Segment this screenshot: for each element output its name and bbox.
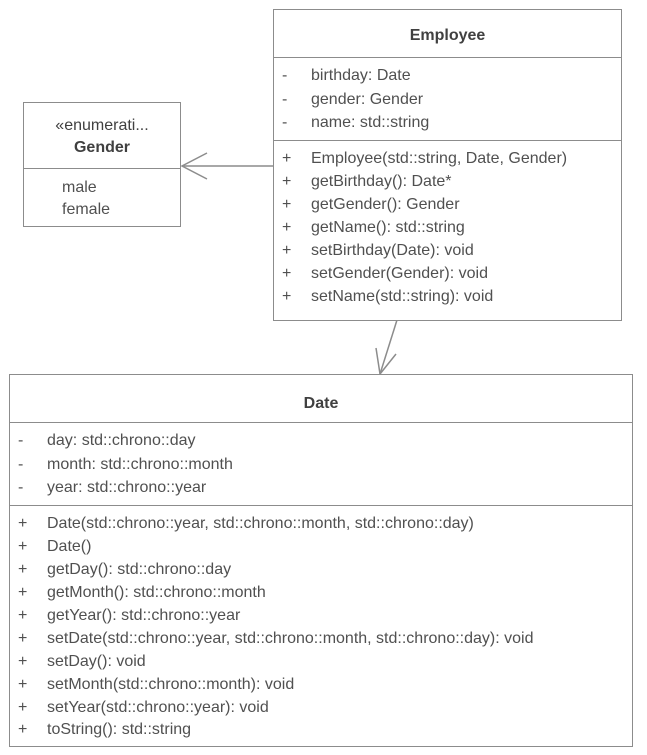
gender-enumeration-title: Gender bbox=[73, 139, 130, 156]
employee-divider-top bbox=[274, 57, 621, 58]
date-divider-top bbox=[10, 422, 632, 423]
gender-stereotype: «enumerati... bbox=[55, 117, 149, 134]
gender-literal: female bbox=[62, 201, 111, 218]
employee-class[interactable]: Employee -birthday: Date -gender: Gender… bbox=[273, 9, 622, 321]
date-divider-bottom bbox=[10, 505, 632, 506]
gender-literal: male bbox=[62, 179, 97, 196]
date-class-title: Date bbox=[303, 395, 339, 412]
employee-class-title: Employee bbox=[409, 27, 486, 44]
employee-to-date-line bbox=[379, 319, 398, 375]
date-class[interactable]: Date -day: std::chrono::day -month: std:… bbox=[9, 374, 633, 747]
gender-enumeration[interactable]: «enumerati... Gender male female bbox=[23, 102, 181, 227]
gender-divider bbox=[24, 168, 180, 169]
employee-to-date-arrowhead bbox=[375, 347, 397, 376]
employee-divider-bottom bbox=[274, 140, 621, 141]
employee-to-gender-arrowhead bbox=[180, 152, 208, 180]
